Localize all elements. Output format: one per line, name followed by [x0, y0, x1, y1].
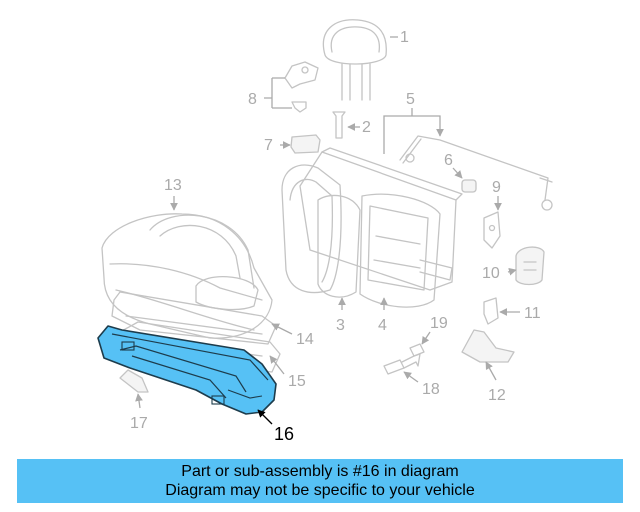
callout-labels: 1 2 3 4 5 6 7 8 9 10 11 12 13 14 15 16 1…: [130, 29, 541, 444]
seat-cushion: [101, 213, 273, 339]
bushing: [461, 179, 477, 193]
callout-9: 9: [492, 179, 501, 196]
callout-11: 11: [524, 305, 541, 322]
trim-bracket: [461, 329, 515, 363]
seatback-frame-rod: [399, 135, 553, 211]
callout-12: 12: [488, 387, 506, 404]
cushion-pad: [111, 291, 277, 345]
callout-5: 5: [406, 91, 415, 108]
callout-13: 13: [164, 177, 182, 194]
callout-17: 17: [130, 415, 148, 432]
callout-7: 7: [264, 137, 273, 154]
bolt: [383, 353, 421, 375]
guide-pin: [332, 111, 346, 139]
callout-10: 10: [482, 265, 500, 282]
hinge-bracket: [483, 211, 501, 249]
callout-8: 8: [248, 91, 257, 108]
callout-19: 19: [430, 315, 448, 332]
seat-pan-highlighted: [97, 325, 277, 415]
part-info-banner: Part or sub-assembly is #16 in diagram D…: [17, 459, 623, 503]
headrest-bracket: [284, 61, 319, 113]
headrest: [322, 19, 387, 101]
banner-line-2: Diagram may not be specific to your vehi…: [165, 482, 475, 499]
callout-4: 4: [378, 317, 387, 334]
callout-15: 15: [288, 373, 306, 390]
callout-3: 3: [336, 317, 345, 334]
callout-14: 14: [296, 331, 314, 348]
callout-16: 16: [274, 424, 294, 444]
callout-18: 18: [422, 381, 440, 398]
callout-6: 6: [444, 152, 453, 169]
clip: [119, 369, 149, 393]
seatback-assembly: [281, 147, 463, 308]
latch-cover: [515, 246, 545, 286]
banner-line-1: Part or sub-assembly is #16 in diagram: [181, 463, 459, 480]
parts-diagram: 1 2 3 4 5 6 7 8 9 10 11 12 13 14 15 16 1…: [97, 19, 553, 444]
small-bracket: [483, 297, 499, 325]
callout-1: 1: [400, 29, 409, 46]
callout-2: 2: [362, 119, 371, 136]
release-knob: [290, 134, 321, 154]
small-clip: [409, 343, 425, 357]
leader-lines: [135, 36, 520, 425]
